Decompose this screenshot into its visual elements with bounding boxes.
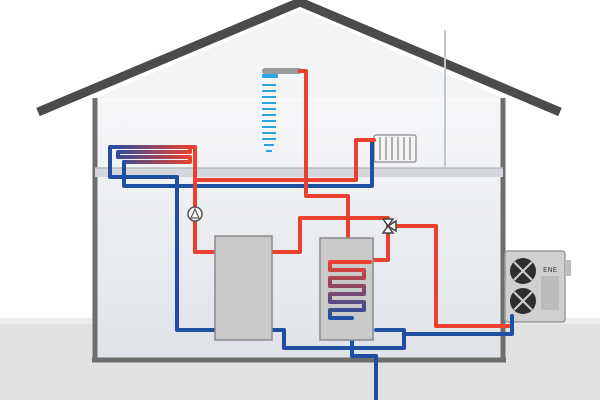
radiator-icon <box>373 134 417 163</box>
hot-pipe-outdoor-flow <box>394 224 514 328</box>
outdoor-unit-brand: ENE <box>543 266 557 274</box>
underfloor-heating-icon <box>108 145 192 164</box>
roof <box>36 0 562 117</box>
hot-pipe-buffer-link <box>270 216 390 254</box>
hot-pipe-shower <box>298 69 350 267</box>
buffer-tank <box>214 235 273 341</box>
hot-water-cylinder <box>319 237 374 341</box>
circulation-pump-icon <box>187 206 203 222</box>
attic <box>95 10 503 98</box>
floor-slab <box>95 168 503 177</box>
three-way-valve-icon <box>381 218 397 234</box>
hot-pipe-heating-flow <box>188 145 217 254</box>
shower-icon <box>262 68 302 152</box>
hot-pipe-coil-flow <box>368 224 390 262</box>
cold-pipe-mains <box>350 328 378 400</box>
cold-pipe-outdoor-return <box>402 314 514 336</box>
cold-pipe-upper-loop <box>122 138 374 188</box>
outdoor-unit: ENE <box>504 250 571 323</box>
hot-pipe-radiator-flow <box>193 138 376 182</box>
